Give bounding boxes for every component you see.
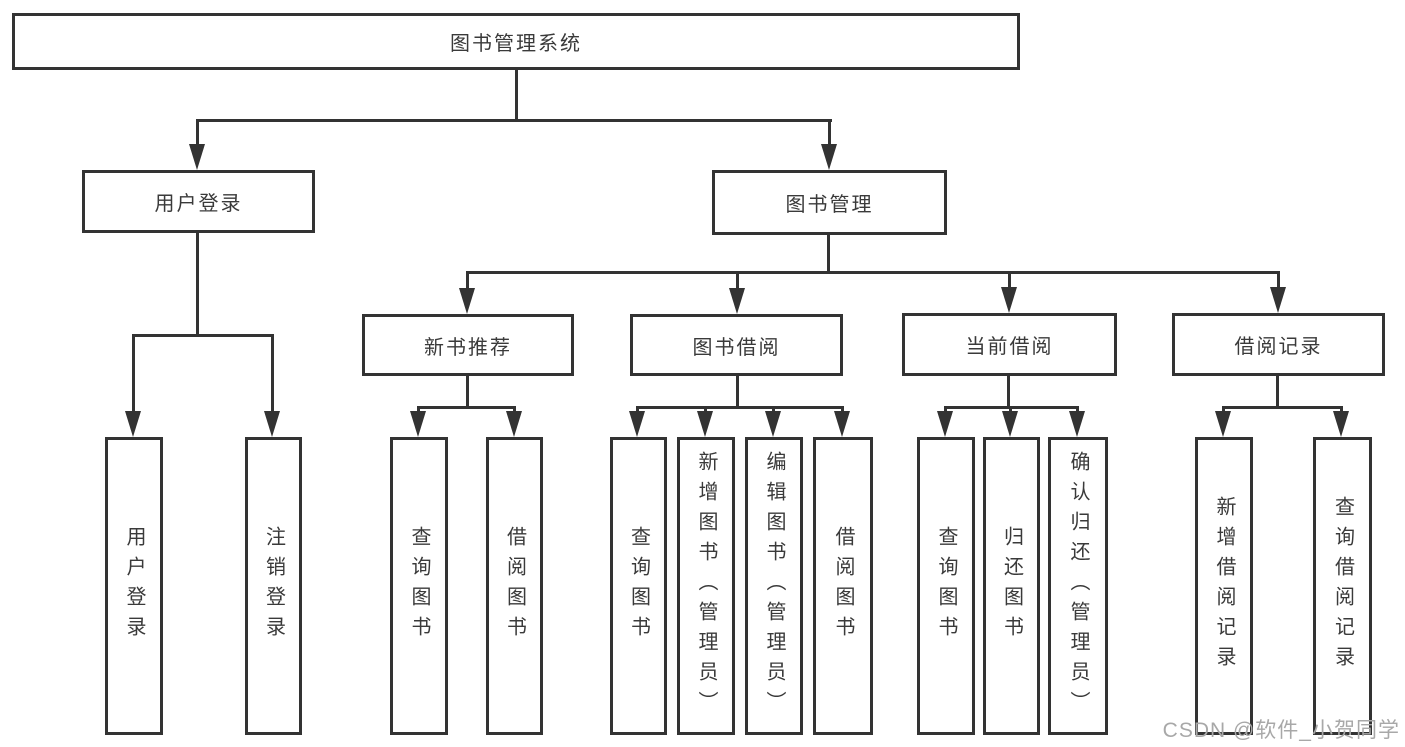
- connector-line: [636, 406, 639, 414]
- leaf-query-borrow-record: 查询借阅记录: [1313, 437, 1372, 735]
- node-book-borrowing: 图书借阅: [630, 314, 843, 376]
- leaf-add-book-admin: 新增图书（管理员）: [677, 437, 735, 735]
- connector-line: [1276, 376, 1279, 409]
- leaf-confirm-return-admin: 确认归还（管理员）: [1048, 437, 1108, 735]
- arrowhead-icon: [834, 411, 850, 437]
- node-borrowing-records: 借阅记录: [1172, 313, 1385, 376]
- csdn-watermark: CSDN @软件_小贺同学: [1162, 719, 1400, 742]
- leaf-label: 注销登录: [262, 526, 285, 646]
- connector-line: [417, 406, 420, 414]
- connector-line: [1222, 406, 1343, 409]
- node-label: 当前借阅: [965, 336, 1054, 358]
- leaf-label: 借阅图书: [503, 526, 526, 646]
- node-book-management: 图书管理: [712, 170, 947, 235]
- arrowhead-icon: [1069, 411, 1085, 437]
- arrowhead-icon: [1333, 411, 1349, 437]
- arrowhead-icon: [1002, 411, 1018, 437]
- connector-line: [132, 334, 274, 337]
- node-label: 借阅记录: [1234, 336, 1323, 358]
- arrowhead-icon: [264, 411, 280, 437]
- connector-line: [1277, 271, 1280, 290]
- connector-line: [466, 271, 469, 290]
- connector-line: [513, 406, 516, 414]
- connector-line: [1222, 406, 1225, 414]
- node-label: 图书管理系统: [450, 33, 582, 55]
- leaf-user-login: 用户登录: [105, 437, 163, 735]
- node-label: 用户登录: [154, 193, 243, 215]
- arrowhead-icon: [629, 411, 645, 437]
- node-library-management-system: 图书管理系统: [12, 13, 1020, 70]
- connector-line: [772, 406, 775, 414]
- connector-line: [466, 376, 469, 409]
- connector-line: [1076, 406, 1079, 414]
- arrowhead-icon: [1215, 411, 1231, 437]
- arrowhead-icon: [697, 411, 713, 437]
- leaf-label: 用户登录: [123, 526, 145, 646]
- connector-line: [827, 235, 830, 274]
- connector-line: [1007, 376, 1010, 409]
- arrowhead-icon: [506, 411, 522, 437]
- leaf-label: 归还图书: [1000, 526, 1023, 646]
- leaf-logout: 注销登录: [245, 437, 302, 735]
- node-new-book-recommend: 新书推荐: [362, 314, 574, 376]
- connector-line: [1340, 406, 1343, 414]
- leaf-borrow-books-recommend: 借阅图书: [486, 437, 543, 735]
- leaf-return-book: 归还图书: [983, 437, 1040, 735]
- leaf-add-borrow-record: 新增借阅记录: [1195, 437, 1253, 735]
- leaf-query-books-borrowing: 查询图书: [610, 437, 667, 735]
- leaf-label: 查询图书: [408, 526, 430, 646]
- leaf-label: 新增图书（管理员）: [695, 451, 717, 721]
- connector-line: [704, 406, 707, 414]
- connector-line: [466, 271, 1280, 274]
- connector-line: [736, 376, 739, 409]
- leaf-query-books-recommend: 查询图书: [390, 437, 448, 735]
- arrowhead-icon: [1001, 287, 1017, 313]
- arrowhead-icon: [459, 288, 475, 314]
- arrowhead-icon: [125, 411, 141, 437]
- leaf-label: 新增借阅记录: [1213, 496, 1235, 676]
- connector-line: [196, 119, 832, 122]
- node-label: 图书管理: [785, 194, 874, 216]
- leaf-label: 编辑图书（管理员）: [763, 451, 785, 721]
- leaf-label: 查询借阅记录: [1331, 496, 1354, 676]
- arrowhead-icon: [821, 144, 837, 170]
- leaf-edit-book-admin: 编辑图书（管理员）: [745, 437, 803, 735]
- arrowhead-icon: [189, 144, 205, 170]
- leaf-label: 借阅图书: [832, 526, 854, 646]
- connector-line: [1009, 406, 1012, 414]
- leaf-query-books-current: 查询图书: [917, 437, 975, 735]
- connector-line: [736, 271, 739, 290]
- connector-line: [828, 119, 831, 146]
- connector-line: [841, 406, 844, 414]
- node-current-borrowing: 当前借阅: [902, 313, 1117, 376]
- connector-line: [196, 233, 199, 335]
- connector-line: [417, 406, 516, 409]
- arrowhead-icon: [765, 411, 781, 437]
- arrowhead-icon: [729, 288, 745, 314]
- arrowhead-icon: [1270, 287, 1286, 313]
- node-label: 图书借阅: [692, 336, 781, 359]
- connector-line: [196, 119, 199, 146]
- node-label: 新书推荐: [424, 336, 512, 359]
- leaf-label: 查询图书: [627, 526, 650, 646]
- connector-line: [271, 334, 274, 413]
- leaf-label: 确认归还（管理员）: [1067, 451, 1089, 721]
- connector-line: [636, 406, 844, 409]
- leaf-borrow-books: 借阅图书: [813, 437, 873, 735]
- arrowhead-icon: [937, 411, 953, 437]
- connector-line: [1008, 271, 1011, 290]
- node-user-login: 用户登录: [82, 170, 315, 233]
- arrowhead-icon: [410, 411, 426, 437]
- connector-line: [944, 406, 947, 414]
- leaf-label: 查询图书: [935, 526, 957, 646]
- connector-line: [132, 334, 135, 413]
- connector-line: [515, 70, 518, 120]
